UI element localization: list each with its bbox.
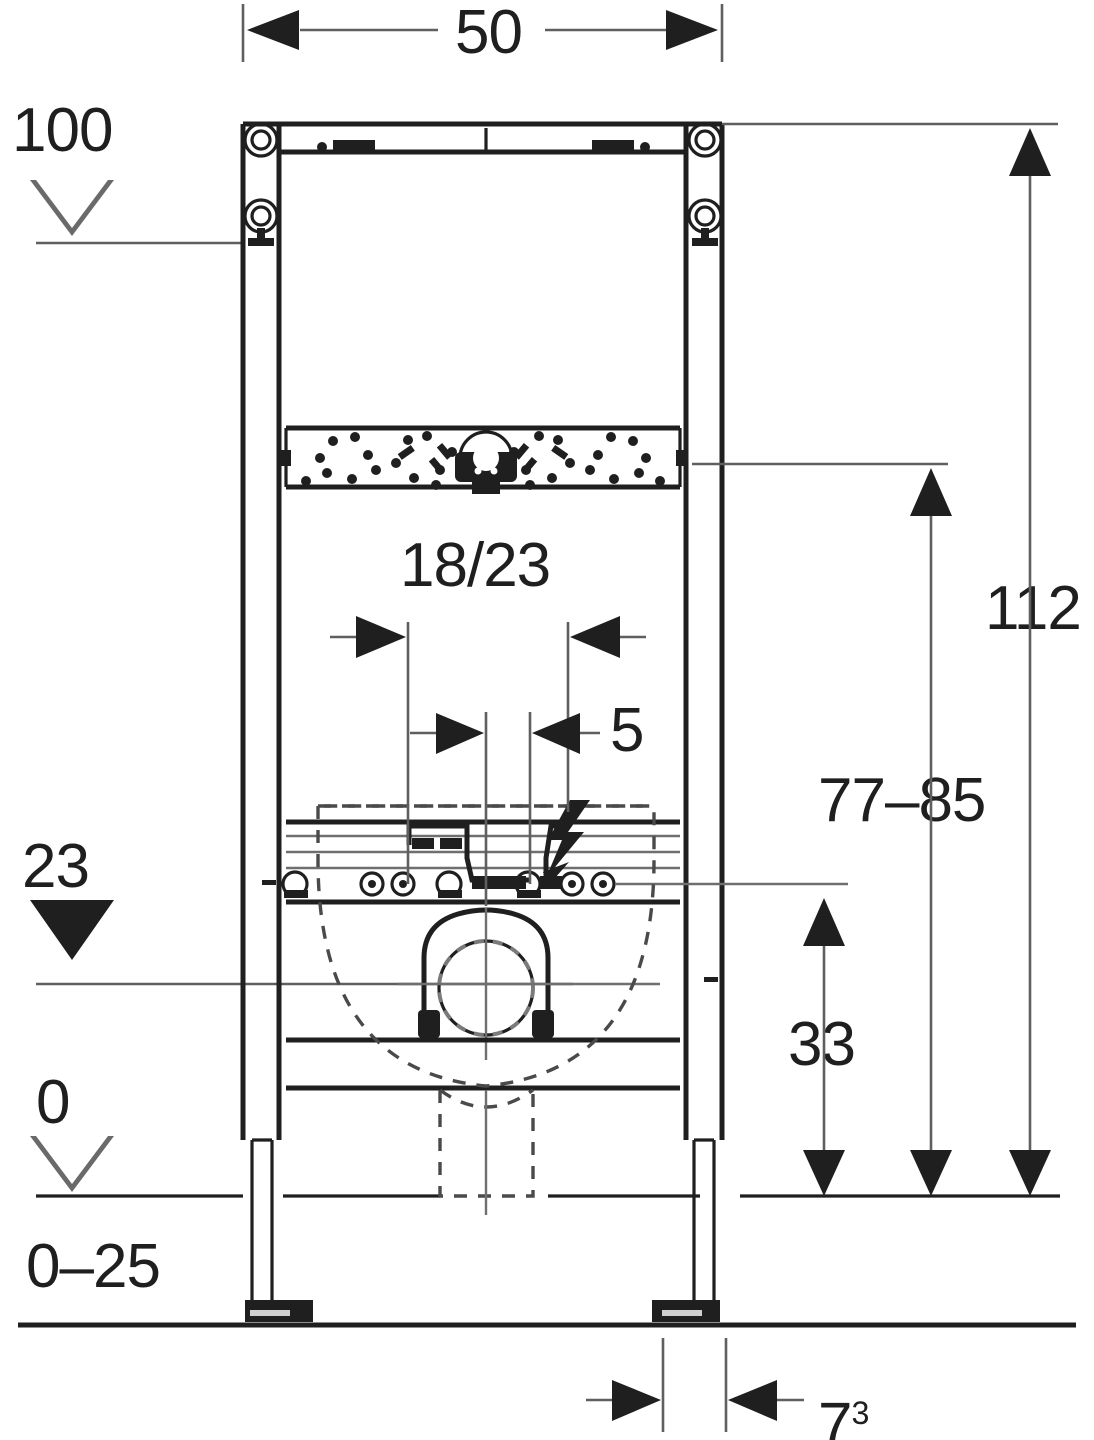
frame-lower-rails [286,1037,680,1091]
dimension-label-offset-5: 5 [610,696,644,765]
dimension-label-rim-range: 77–85 [818,766,986,835]
level-marker-23-icon [30,900,114,960]
frame-post-left [240,124,313,1322]
dimension-water-spacing-18-23 [330,616,646,884]
level-label-0: 0 [36,1068,70,1137]
dimension-label-height-lower: 33 [788,1010,856,1079]
dimension-label-water-spacing: 18/23 [400,531,551,600]
level-label-100: 100 [12,96,113,165]
dimension-offset-5 [410,712,600,906]
wall-anchor-eyelet-left-lower [243,198,279,246]
dimension-label-floor-adjust: 0–25 [26,1232,161,1301]
level-label-23: 23 [22,832,90,901]
wall-anchor-eyelet-right-lower [687,198,723,246]
water-connection-rail [262,819,848,982]
level-marker-100-icon [30,180,114,236]
lightning-bolt-icon [543,800,590,886]
panel-center-bracket [455,430,517,494]
waste-pipe-connector [398,907,574,1060]
dimension-label-width: 50 [455,0,523,67]
frame-post-right [652,124,725,1322]
frame-top-rail [243,121,722,155]
level-marker-0-icon [30,1136,114,1192]
wall-anchor-eyelet-right-upper [687,122,723,158]
dimension-label-height-total: 112 [985,574,1082,643]
ceramic-appliance-dashed-outline [316,804,656,1215]
dimension-height-112 [722,122,1058,1196]
dimension-label-depth: 73 [818,1390,870,1440]
wall-anchor-eyelet-left-upper [243,122,279,158]
dimension-depth-7 [586,1338,804,1432]
perforated-mounting-panel [281,425,686,494]
